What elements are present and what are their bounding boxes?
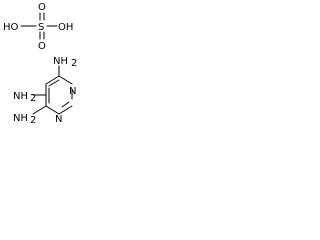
sulfur-label: S [38, 22, 44, 33]
oxygen-top-label: O [38, 2, 46, 13]
nh2-mid-subscript: 2 [30, 93, 36, 104]
oh-right-label: OH [58, 22, 73, 33]
nh2-bottom-label: NH [13, 113, 28, 124]
structure-canvas: HO S O O OH N N [0, 0, 83, 136]
sulfuric-acid-molecule: HO S O O OH [3, 2, 73, 52]
ring-double-bond-inner-1 [48, 79, 60, 87]
ho-left-label: HO [3, 22, 19, 33]
nh2-bottom-subscript: 2 [30, 115, 36, 126]
chemical-structure-svg: HO S O O OH N N [3, 2, 77, 126]
ring-double-bond-inner-2 [61, 101, 70, 108]
pyrimidine-triamine-molecule: N N NH 2 NH 2 NH 2 [13, 56, 77, 126]
ring-bond-c2-n-bottom [58, 105, 73, 115]
ring-bond-c4-c3 [45, 75, 60, 85]
ring-n-bottom-label: N [55, 114, 62, 125]
oxygen-bottom-label: O [38, 41, 46, 52]
ring-n-top-label: N [69, 86, 76, 97]
bond-c-nh2-bottom [32, 105, 47, 115]
nh2-top-subscript: 2 [71, 58, 77, 69]
ring-bond-n-bottom-c6 [45, 105, 60, 115]
ring-bond-c3-n-top [58, 75, 73, 85]
nh2-mid-label: NH [13, 91, 28, 102]
nh2-top-label: NH [53, 56, 68, 67]
